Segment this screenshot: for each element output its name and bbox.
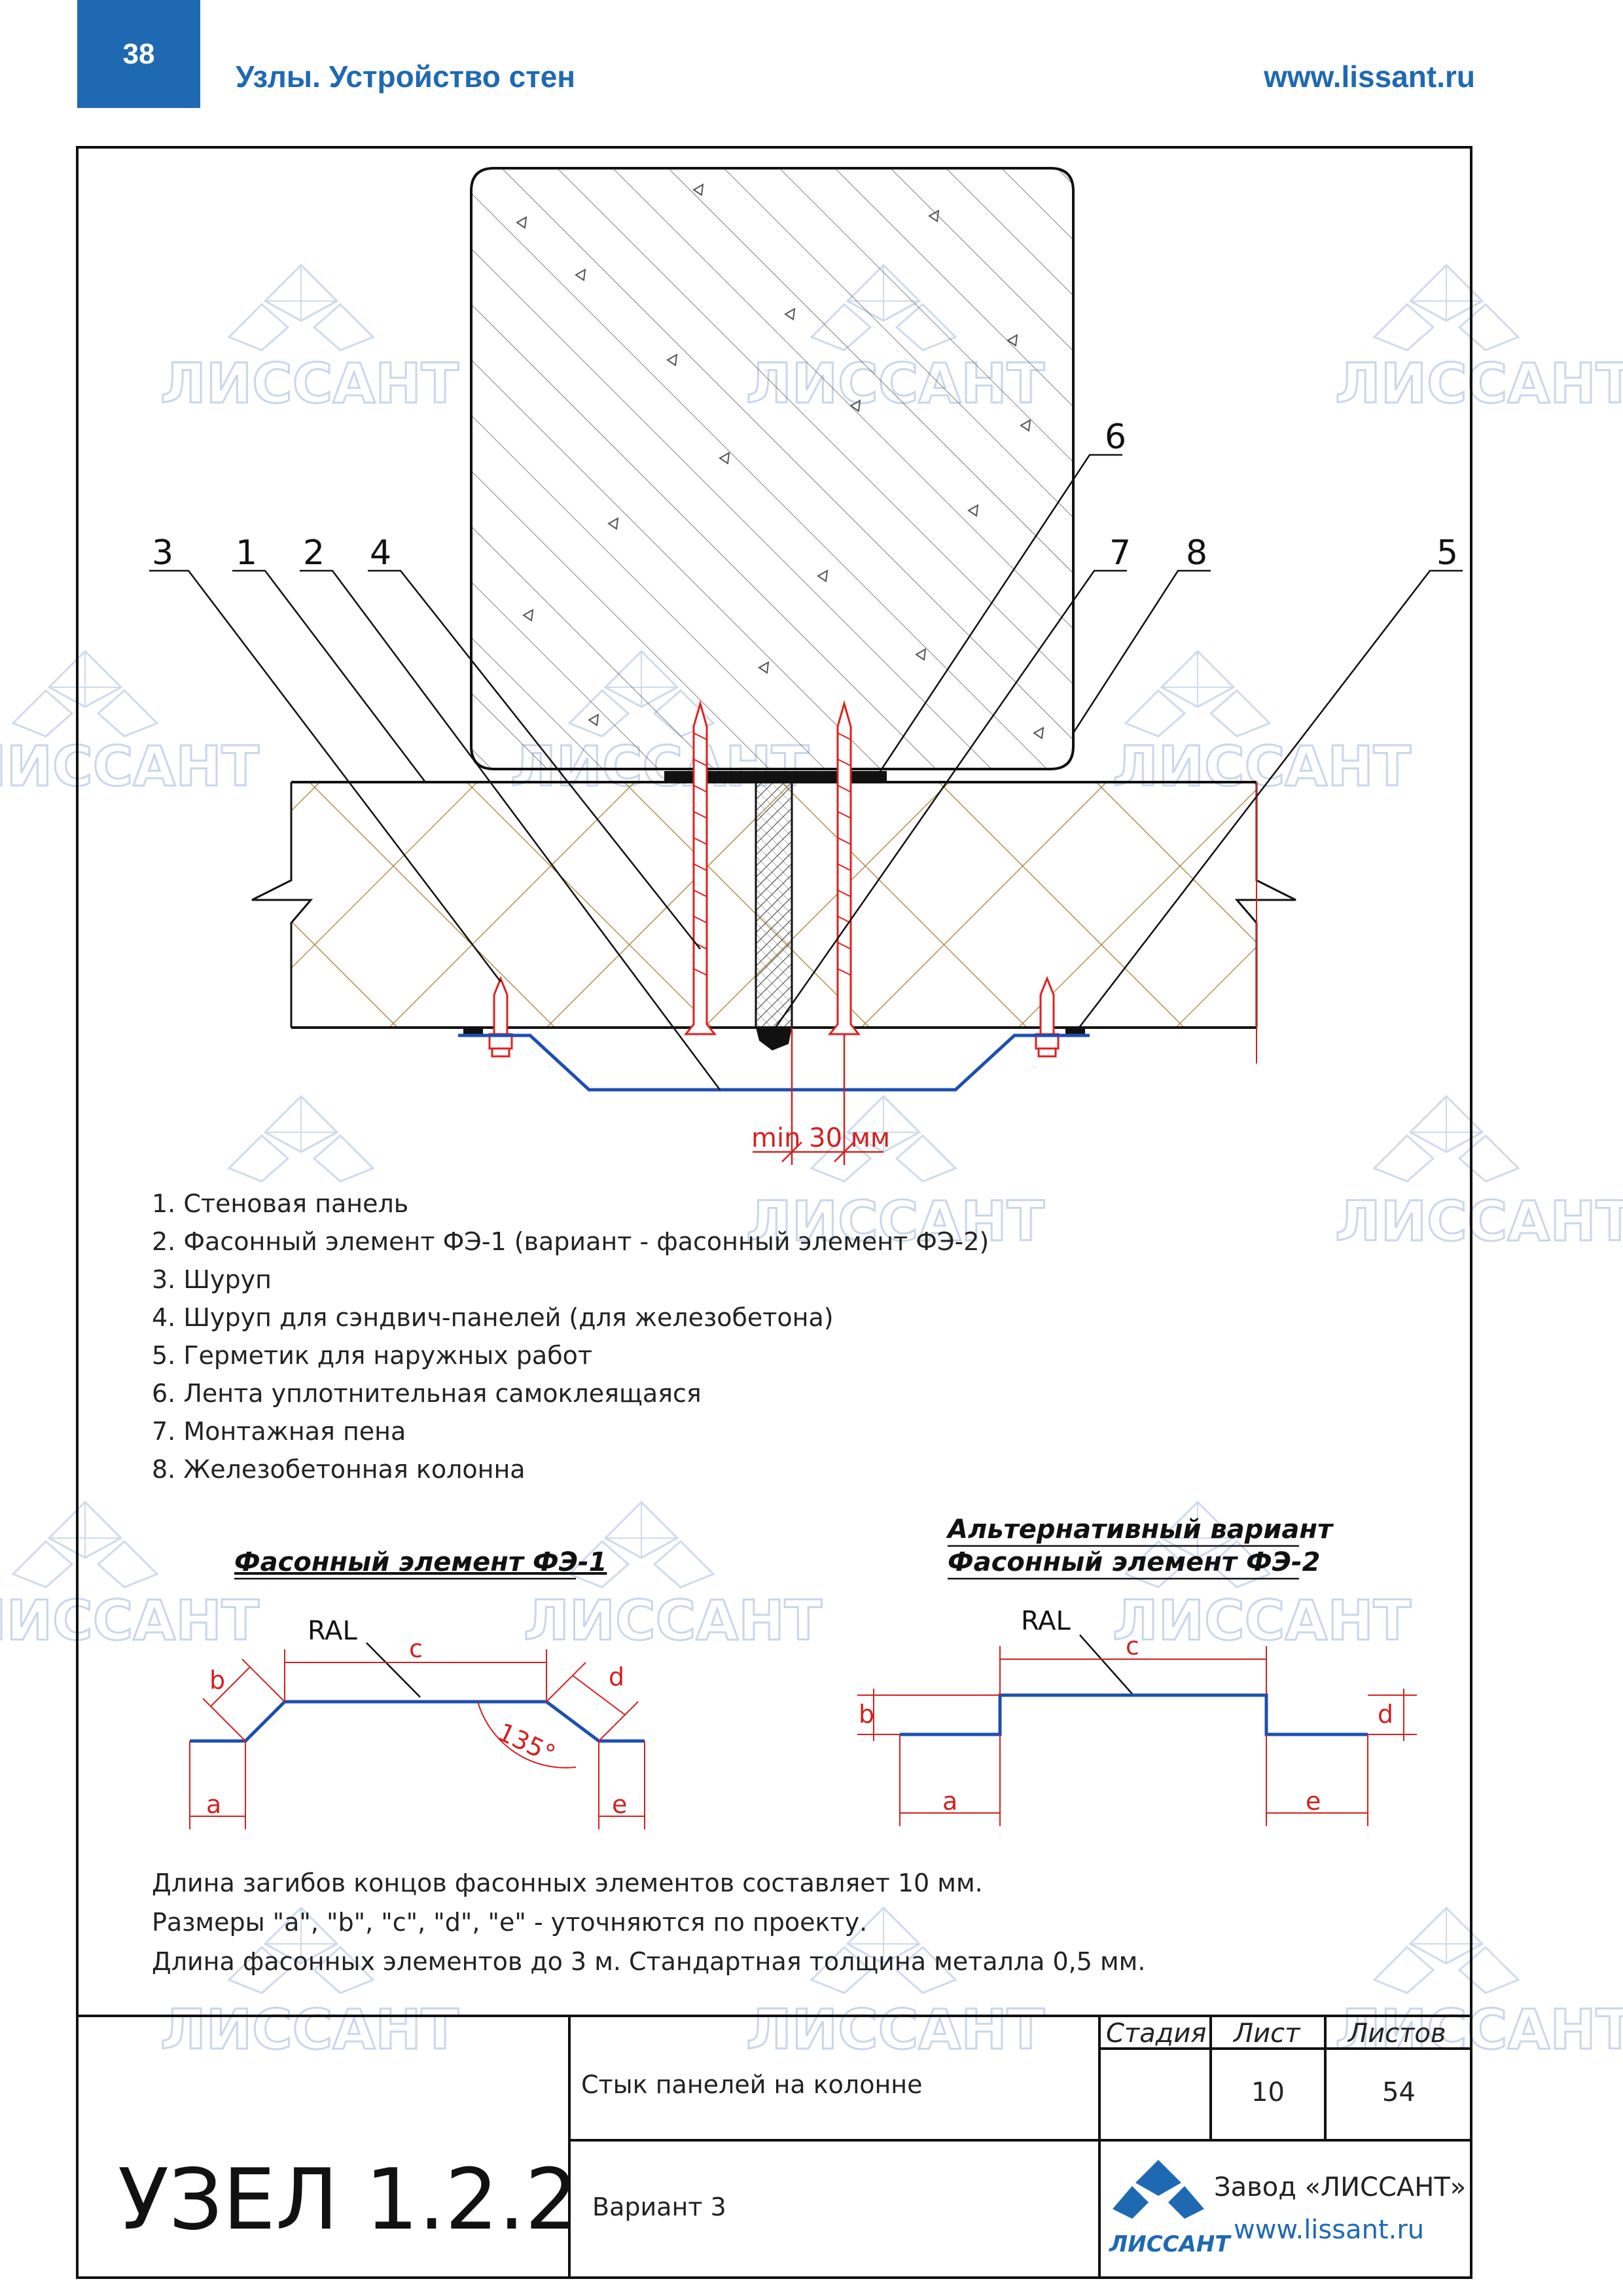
sheet-header: Лист bbox=[1232, 2018, 1301, 2049]
flashing-profile bbox=[458, 1033, 1090, 1092]
sheets-header: Листов bbox=[1347, 2018, 1446, 2049]
fe2-title-2: Фасонный элемент ФЭ-2 bbox=[948, 1547, 1320, 1577]
title-block bbox=[77, 2015, 1471, 2278]
fe2-title-1: Альтернативный вариант bbox=[946, 1515, 1334, 1545]
svg-text:c: c bbox=[409, 1634, 423, 1663]
stage-header: Стадия bbox=[1106, 2018, 1206, 2049]
sheet-value: 10 bbox=[1251, 2077, 1285, 2108]
svg-text:d: d bbox=[1378, 1700, 1393, 1729]
node-name: УЗЕЛ 1.2.2 bbox=[118, 2151, 579, 2249]
legend-item: 8. Железобетонная колонна bbox=[152, 1455, 526, 1484]
svg-text:b: b bbox=[859, 1700, 874, 1729]
mounting-foam bbox=[755, 781, 793, 1029]
svg-text:b: b bbox=[209, 1666, 225, 1695]
page-number: 38 bbox=[122, 37, 155, 70]
sealing-tape bbox=[664, 771, 887, 781]
svg-text:ЛИССАНТ: ЛИССАНТ bbox=[0, 734, 259, 798]
svg-text:ЛИССАНТ: ЛИССАНТ bbox=[1335, 351, 1623, 416]
detail-fe1: Фасонный элемент ФЭ-1 RAL a b c d e 135° bbox=[189, 1547, 645, 1829]
svg-text:ЛИССАНТ: ЛИССАНТ bbox=[746, 1998, 1044, 2062]
legend-item: 5. Герметик для наружных работ bbox=[152, 1341, 592, 1370]
fe1-title: Фасонный элемент ФЭ-1 bbox=[234, 1547, 607, 1577]
svg-text:e: e bbox=[612, 1790, 627, 1819]
svg-text:ЛИССАНТ: ЛИССАНТ bbox=[160, 351, 459, 416]
company-logo: ЛИССАНТ bbox=[1109, 2160, 1232, 2257]
fe2-ral: RAL bbox=[1021, 1606, 1071, 1636]
legend-item: 1. Стеновая панель bbox=[152, 1189, 408, 1218]
note-line: Длина загибов концов фасонных элементов … bbox=[152, 1869, 983, 1897]
svg-text:135°: 135° bbox=[493, 1717, 560, 1769]
section-title: Узлы. Устройство стен bbox=[236, 60, 576, 94]
sheets-value: 54 bbox=[1382, 2077, 1416, 2108]
svg-text:ЛИССАНТ: ЛИССАНТ bbox=[0, 1588, 259, 1653]
svg-text:ЛИССАНТ: ЛИССАНТ bbox=[1109, 2231, 1232, 2257]
svg-text:ЛИССАНТ: ЛИССАНТ bbox=[1113, 1588, 1411, 1653]
callout-8: 8 bbox=[1186, 533, 1207, 573]
legend-item: 4. Шуруп для сэндвич-панелей (для железо… bbox=[152, 1303, 834, 1332]
sheet-frame bbox=[76, 146, 1472, 2279]
callout-leaders bbox=[149, 454, 1463, 1090]
detail-fe2: Альтернативный вариант Фасонный элемент … bbox=[857, 1515, 1417, 1826]
legend-item: 2. Фасонный элемент ФЭ-1 (вариант - фасо… bbox=[152, 1227, 989, 1256]
legend-list: 1. Стеновая панель 2. Фасонный элемент Ф… bbox=[152, 1189, 989, 1484]
callout-4: 4 bbox=[370, 533, 391, 573]
callout-numbers: 3 1 2 4 6 7 8 5 bbox=[152, 418, 1458, 573]
svg-text:c: c bbox=[1126, 1632, 1139, 1660]
note-line: Длина фасонных элементов до 3 м. Стандар… bbox=[152, 1947, 1145, 1976]
svg-text:ЛИССАНТ: ЛИССАНТ bbox=[1335, 1189, 1623, 1253]
drawing-title: Стык панелей на колонне bbox=[581, 2070, 923, 2099]
svg-text:a: a bbox=[942, 1787, 957, 1816]
min-gap-label: min 30 мм bbox=[751, 1123, 890, 1153]
callout-2: 2 bbox=[303, 533, 325, 573]
callout-7: 7 bbox=[1109, 533, 1131, 573]
callout-1: 1 bbox=[236, 533, 257, 573]
website-link[interactable]: www.lissant.ru bbox=[1264, 60, 1475, 94]
legend-item: 7. Монтажная пена bbox=[152, 1417, 406, 1446]
callout-5: 5 bbox=[1436, 533, 1458, 573]
notes: Длина загибов концов фасонных элементов … bbox=[152, 1869, 1145, 1976]
svg-text:ЛИССАНТ: ЛИССАНТ bbox=[524, 1588, 822, 1653]
variant-label: Вариант 3 bbox=[592, 2193, 726, 2221]
concrete-column bbox=[470, 167, 1075, 770]
company-url: www.lissant.ru bbox=[1234, 2215, 1424, 2245]
legend-item: 3. Шуруп bbox=[152, 1265, 272, 1294]
svg-text:d: d bbox=[609, 1662, 624, 1691]
company-name: Завод «ЛИССАНТ» bbox=[1214, 2172, 1466, 2202]
short-screws bbox=[488, 975, 1060, 1058]
callout-3: 3 bbox=[152, 533, 173, 573]
sandwich-screws bbox=[683, 700, 861, 1035]
svg-text:a: a bbox=[206, 1790, 221, 1819]
svg-text:e: e bbox=[1306, 1787, 1321, 1816]
page-number-tab: 38 bbox=[77, 0, 200, 108]
note-line: Размеры "a", "b", "c", "d", "e" - уточня… bbox=[152, 1908, 867, 1937]
callout-6: 6 bbox=[1105, 418, 1126, 457]
legend-item: 6. Лента уплотнительная самоклеящаяся bbox=[152, 1379, 702, 1408]
svg-text:ЛИССАНТ: ЛИССАНТ bbox=[746, 1189, 1044, 1253]
svg-text:ЛИССАНТ: ЛИССАНТ bbox=[1335, 1998, 1623, 2062]
sealant bbox=[463, 1026, 1085, 1035]
fe1-ral: RAL bbox=[308, 1616, 358, 1646]
svg-text:ЛИССАНТ: ЛИССАНТ bbox=[160, 1998, 459, 2062]
min-gap-dimension bbox=[753, 1028, 883, 1165]
